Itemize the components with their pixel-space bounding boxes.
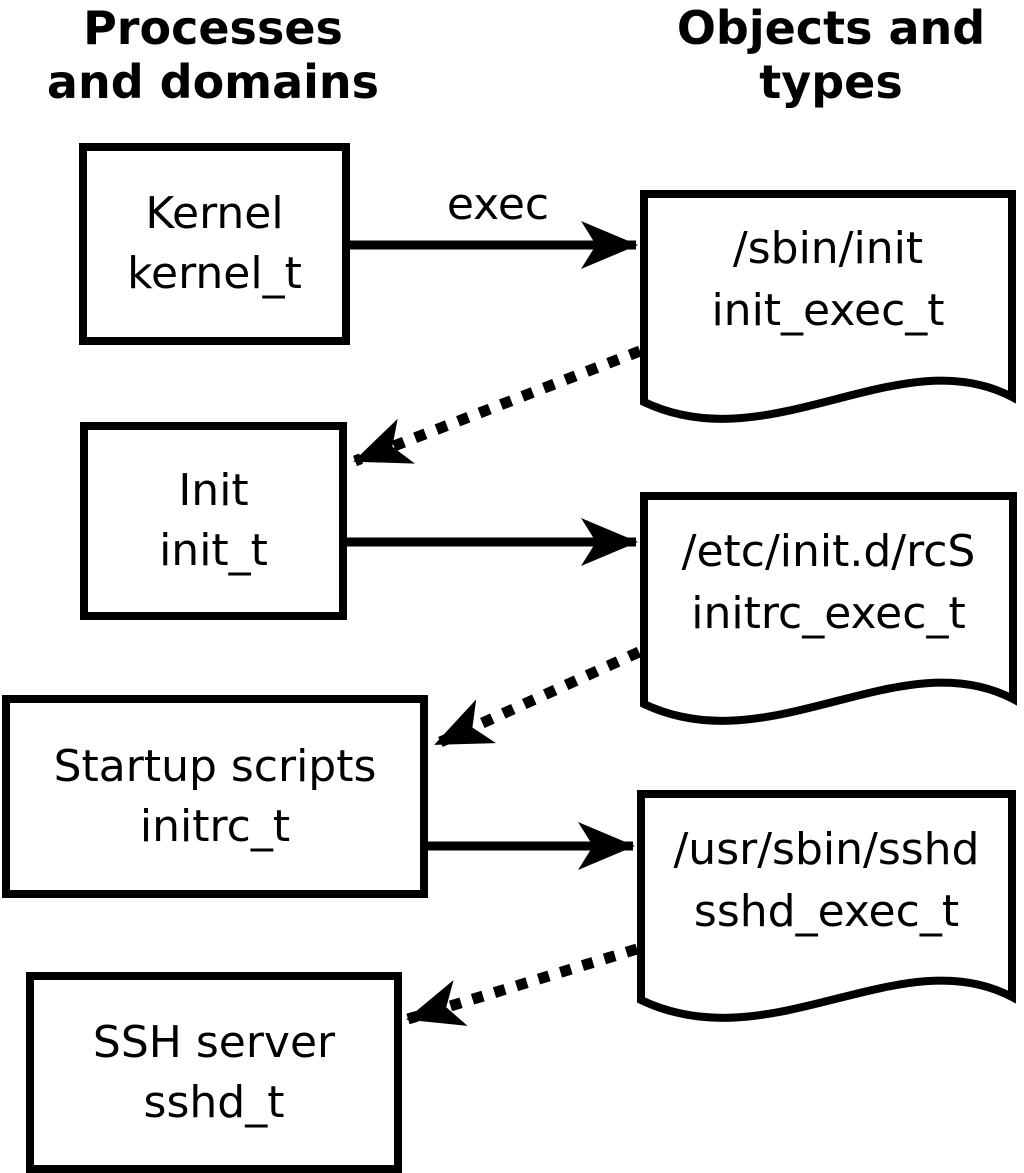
object-type: sshd_exec_t [693, 886, 960, 937]
process-name: Init [178, 465, 249, 516]
process-domain: sshd_t [143, 1076, 285, 1128]
process-box-startup-scripts: Startup scripts initrc_t [2, 695, 428, 898]
transition-arrow-sshd-exec-to-sshd [406, 943, 639, 1026]
process-box-init: Init init_t [80, 422, 347, 620]
heading-line: and domains [46, 55, 380, 109]
edge-label-exec: exec [446, 179, 550, 230]
object-path: /etc/init.d/rcS [681, 526, 976, 577]
process-domain: initrc_t [139, 800, 291, 852]
process-box-kernel: Kernel kernel_t [79, 143, 350, 345]
object-label-initrc-exec: /etc/init.d/rcS initrc_exec_t [644, 521, 1013, 645]
process-domain: init_t [159, 525, 268, 576]
process-domain: kernel_t [127, 248, 302, 299]
transition-arrow-init-exec-to-init [353, 345, 642, 467]
document-shape-init-exec [640, 190, 1016, 423]
column-heading-objects: Objects and types [640, 1, 1022, 109]
process-box-ssh-server: SSH server sshd_t [26, 972, 402, 1173]
column-heading-processes: Processes and domains [0, 1, 426, 109]
document-shape-sshd-exec [637, 790, 1016, 1022]
transition-arrow-initrc-exec-to-initrc [433, 646, 642, 750]
object-label-init-exec: /sbin/init init_exec_t [644, 218, 1012, 342]
process-name: Kernel [145, 188, 284, 239]
heading-line: Objects and [676, 1, 986, 55]
object-label-sshd-exec: /usr/sbin/sshd sshd_exec_t [641, 819, 1012, 943]
heading-line: types [759, 55, 903, 109]
heading-line: Processes [83, 1, 343, 55]
object-path: /sbin/init [732, 223, 924, 274]
object-path: /usr/sbin/sshd [673, 824, 980, 875]
document-shape-initrc-exec [640, 492, 1017, 725]
process-name: SSH server [92, 1016, 336, 1068]
process-name: Startup scripts [53, 740, 377, 792]
object-type: init_exec_t [711, 285, 945, 336]
object-type: initrc_exec_t [691, 588, 966, 639]
